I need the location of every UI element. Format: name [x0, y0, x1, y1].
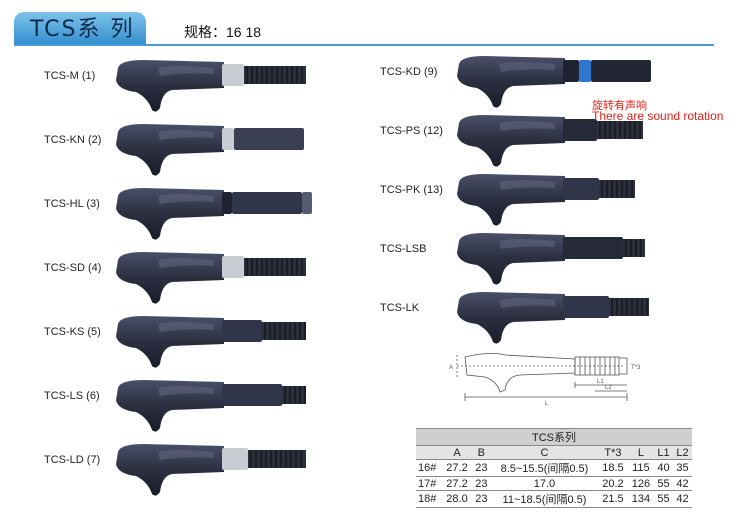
dim-L: L: [545, 401, 549, 407]
table-cell: 23: [471, 490, 491, 508]
reel-seat-handle-m: [116, 60, 306, 112]
product-label: TCS-PK (13): [380, 184, 443, 196]
dim-A: A: [449, 365, 453, 371]
table-cell: 18#: [416, 490, 443, 508]
table-header-cell: L1: [653, 445, 673, 460]
product-label: TCS-KN (2): [44, 134, 102, 146]
dimension-drawing: L L1 L2 A T*3: [449, 353, 641, 407]
table-caption: TCS系列: [416, 428, 692, 446]
table-cell: 17.0: [490, 476, 599, 491]
table-header-cell: [416, 445, 443, 460]
series-title: TCS系 列: [30, 17, 135, 42]
table-cell: 115: [627, 459, 654, 477]
dim-L2: L2: [605, 385, 612, 391]
sound-note-cn: 旋转有声响: [592, 100, 647, 112]
reel-seat-handle-ps: [457, 115, 643, 167]
reel-seat-handle-hl: [116, 188, 312, 240]
table-cell: 35: [672, 459, 692, 477]
product-label: TCS-LK: [380, 302, 420, 314]
table-cell: 27.2: [442, 476, 472, 491]
reel-seat-handle-ks: [116, 316, 306, 368]
table-cell: 20.2: [598, 476, 628, 491]
table-cell: 126: [627, 476, 654, 491]
sound-note-en: There are sound rotation: [592, 109, 724, 123]
product-label: TCS-LD (7): [44, 454, 101, 466]
spec-label: 规格：16 18: [184, 24, 262, 40]
product-label: TCS-KS (5): [44, 326, 101, 338]
product-label: TCS-LS (6): [44, 390, 100, 402]
header-rule: [14, 44, 714, 46]
table-header-cell: L2: [672, 445, 692, 460]
reel-seat-handle-kd: [457, 56, 651, 108]
reel-seat-handle-kn: [116, 124, 304, 176]
reel-seat-handle-pk: [457, 174, 635, 226]
series-title-tab: TCS系 列: [14, 12, 146, 46]
table-cell: 11~18.5(间隔0.5): [490, 490, 599, 508]
page-header: TCS系 列 规格：16 18: [0, 0, 736, 50]
table-header-cell: B: [471, 445, 491, 460]
dim-T: T*3: [631, 365, 641, 371]
table-cell: 21.5: [598, 490, 628, 508]
table-cell: 40: [653, 459, 673, 477]
reel-seat-handle-ls: [116, 380, 306, 432]
table-cell: 55: [653, 490, 673, 508]
table-cell: 42: [672, 476, 692, 491]
product-label: TCS-SD (4): [44, 262, 102, 274]
reel-seat-handle-lk: [457, 292, 649, 344]
table-cell: 42: [672, 490, 692, 508]
table-cell: 55: [653, 476, 673, 491]
table-header-cell: C: [490, 445, 599, 460]
product-label: TCS-PS (12): [380, 125, 443, 137]
reel-seat-handle-ld: [116, 444, 306, 496]
table-cell: 23: [471, 459, 491, 477]
table-cell: 134: [627, 490, 654, 508]
table-cell: 18.5: [598, 459, 628, 477]
table-cell: 23: [471, 476, 491, 491]
table-cell: 17#: [416, 476, 443, 491]
product-label: TCS-M (1): [44, 70, 96, 82]
table-cell: 16#: [416, 459, 443, 477]
table-cell: 8.5~15.5(间隔0.5): [490, 459, 599, 477]
table-header-cell: T*3: [598, 445, 628, 460]
table-cell: 27.2: [442, 459, 472, 477]
product-label: TCS-HL (3): [44, 198, 100, 210]
product-label: TCS-KD (9): [380, 66, 438, 78]
dim-L1: L1: [597, 379, 604, 385]
reel-seat-handle-sd: [116, 252, 306, 304]
table-cell: 28.0: [442, 490, 472, 508]
table-header-cell: A: [442, 445, 472, 460]
product-label: TCS-LSB: [380, 243, 427, 255]
reel-seat-handle-lsb: [457, 233, 645, 285]
table-header-cell: L: [627, 445, 654, 460]
